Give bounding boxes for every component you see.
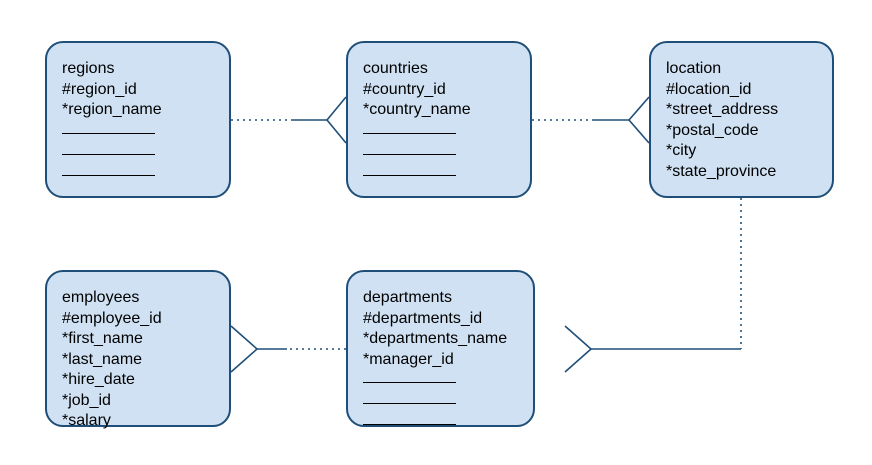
blank-line: [363, 382, 456, 383]
blank-line: [363, 153, 456, 155]
entity-countries[interactable]: countries #country_id *country_name: [346, 41, 532, 198]
blank-line: [62, 153, 155, 155]
blank-line: [363, 132, 456, 134]
primary-key-attribute: #region_id: [62, 80, 137, 98]
entity-location[interactable]: location #location_id *street_address *p…: [649, 41, 834, 198]
mandatory-attribute: *city: [666, 142, 697, 159]
mandatory-attribute: *postal_code: [666, 121, 759, 139]
entity-title: countries: [363, 60, 428, 77]
crowfoot-departments: [564, 325, 593, 373]
mandatory-attribute: *manager_id: [363, 350, 454, 368]
blank-line: [363, 424, 456, 425]
primary-key-attribute: #country_id: [363, 80, 446, 98]
blank-line: [62, 132, 155, 134]
primary-key-attribute: #employee_id: [62, 309, 162, 327]
entity-title: regions: [62, 60, 115, 77]
primary-key-attribute: #departments_id: [363, 309, 483, 327]
mandatory-attribute: *job_id: [62, 391, 111, 409]
mandatory-attribute: *country_name: [363, 101, 471, 118]
crowfoot-employees: [230, 325, 259, 373]
blank-attribute-lines: [62, 132, 229, 176]
primary-key-attribute: #location_id: [666, 80, 752, 98]
entity-employees[interactable]: employees #employee_id *first_name *last…: [45, 270, 231, 429]
entity-regions[interactable]: regions #region_id *region_name: [45, 41, 231, 198]
entity-departments[interactable]: departments #departments_id *departments…: [346, 270, 535, 427]
mandatory-attribute: *last_name: [62, 350, 143, 368]
crowfoot-countries: [325, 96, 347, 144]
blank-line: [62, 174, 155, 176]
blank-line: [363, 403, 456, 404]
mandatory-attribute: *state_province: [666, 162, 777, 180]
mandatory-attribute: *street_address: [666, 101, 779, 118]
mandatory-attribute: *first_name: [62, 330, 143, 347]
crowfoot-location: [627, 96, 650, 144]
mandatory-attribute: *region_name: [62, 101, 162, 118]
blank-attribute-lines: [363, 132, 530, 176]
mandatory-attribute: *salary: [62, 412, 111, 429]
entity-title: employees: [62, 289, 140, 306]
entity-title: departments: [363, 289, 452, 306]
blank-line: [363, 174, 456, 176]
blank-attribute-lines: [363, 382, 533, 425]
entity-title: location: [666, 60, 722, 77]
mandatory-attribute: *hire_date: [62, 371, 135, 388]
mandatory-attribute: *departments_name: [363, 330, 508, 347]
